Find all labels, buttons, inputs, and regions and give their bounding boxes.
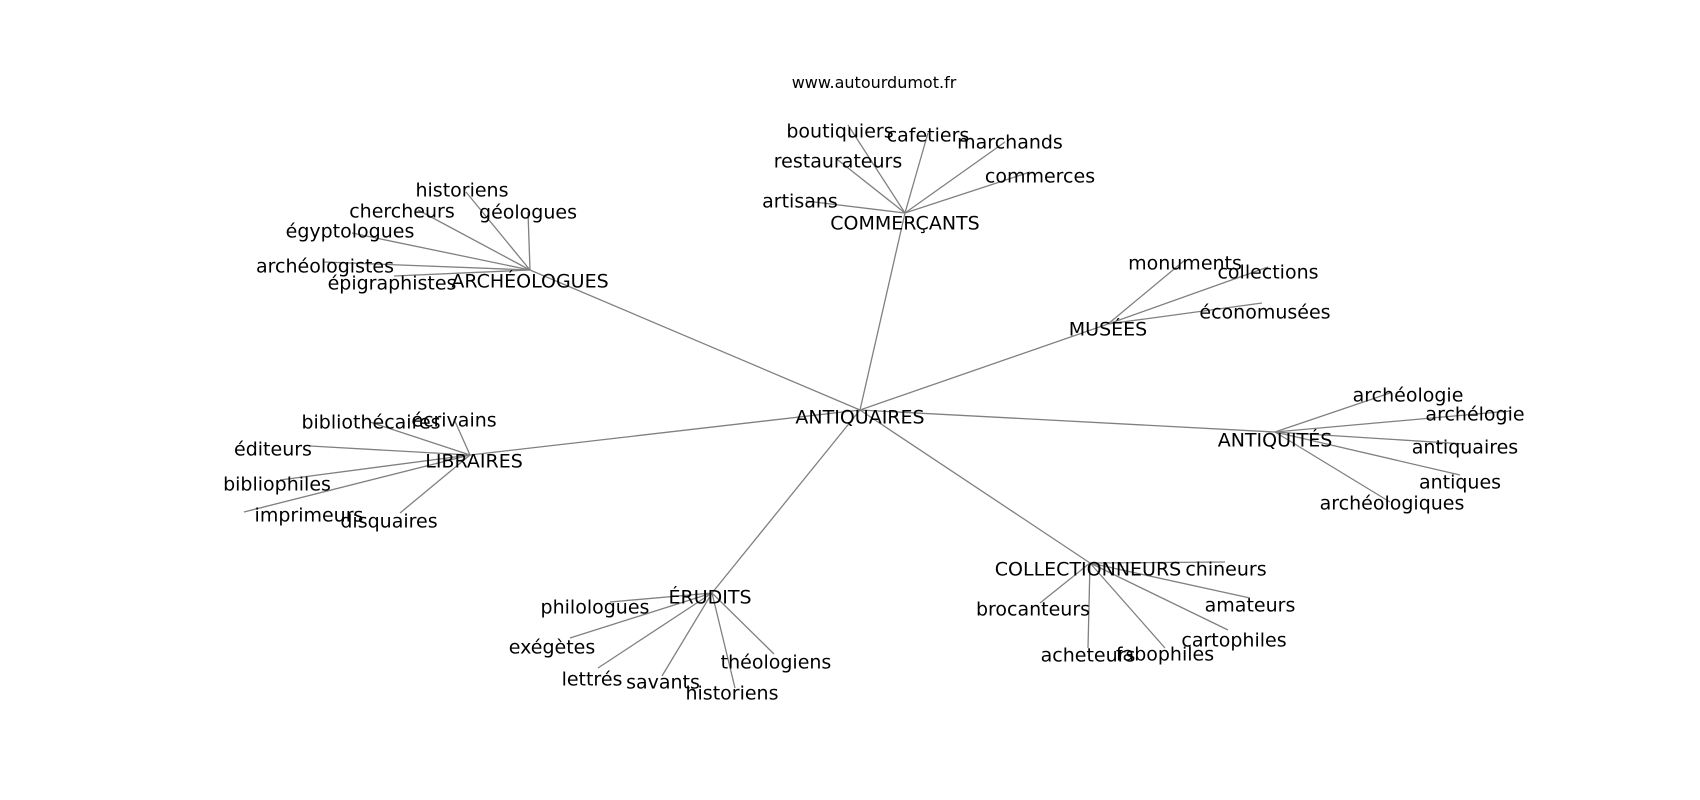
- node-leaf-theologiens[interactable]: théologiens: [721, 652, 832, 674]
- edge-archeologues-to-chercheurs: [417, 209, 531, 271]
- edge-center-to-musees: [859, 323, 1109, 411]
- node-leaf-disquaires[interactable]: disquaires: [340, 511, 437, 533]
- edge-center-to-archeologues: [529, 269, 861, 411]
- node-leaf-archeologie[interactable]: archéologie: [1353, 385, 1464, 407]
- node-leaf-egyptologues[interactable]: égyptologues: [286, 221, 415, 243]
- edge-center-to-erudits: [711, 409, 861, 594]
- edge-antiquites-to-antiques: [1274, 431, 1461, 476]
- edge-erudits-to-exegetes: [569, 592, 713, 639]
- node-leaf-collections[interactable]: collections: [1217, 262, 1318, 284]
- edge-collectionneurs-to-chineurs: [1089, 561, 1226, 564]
- node-leaf-savants[interactable]: savants: [626, 672, 700, 694]
- edge-collectionneurs-to-fabophiles: [1089, 562, 1166, 649]
- edge-commercants-to-commerces: [904, 171, 1031, 214]
- node-leaf-cafetiers[interactable]: cafetiers: [887, 125, 970, 147]
- edge-commercants-to-restaurateurs: [837, 159, 906, 214]
- node-leaf-philologues[interactable]: philologues: [541, 597, 650, 619]
- edge-commercants-to-cafetiers: [904, 132, 929, 214]
- node-leaf-economusees[interactable]: économusées: [1199, 302, 1330, 324]
- node-leaf-lettres[interactable]: lettrés: [562, 669, 623, 691]
- edge-erudits-to-savants: [661, 592, 713, 677]
- node-center-antiquaires[interactable]: ANTIQUAIRES: [795, 407, 924, 429]
- node-leaf-historiens[interactable]: historiens: [415, 180, 508, 202]
- node-leaf-antiquaires[interactable]: antiquaires: [1412, 437, 1518, 459]
- edge-commercants-to-artisans: [805, 200, 906, 214]
- node-leaf-antiques[interactable]: antiques: [1419, 472, 1501, 494]
- edge-libraires-to-disquaires: [399, 454, 471, 514]
- edge-commercants-to-boutiquiers: [847, 124, 906, 214]
- node-leaf-archeologistes[interactable]: archéologistes: [256, 256, 394, 278]
- node-leaf-geologues[interactable]: géologues: [479, 202, 577, 224]
- edge-archeologues-to-archeologistes: [323, 261, 531, 271]
- node-hub-archeologues[interactable]: ARCHÉOLOGUES: [451, 270, 608, 293]
- node-leaf-acheteurs[interactable]: acheteurs: [1041, 645, 1136, 667]
- edge-center-to-libraires: [469, 409, 861, 456]
- edge-collectionneurs-to-cartophiles: [1089, 562, 1229, 631]
- node-leaf-chineurs[interactable]: chineurs: [1185, 559, 1266, 581]
- edge-musees-to-economusees: [1107, 302, 1263, 325]
- edge-collectionneurs-to-brocanteurs: [1039, 562, 1091, 604]
- edge-libraires-to-imprimeurs: [243, 454, 471, 513]
- edge-archeologues-to-epigraphistes: [393, 269, 531, 277]
- node-leaf-marchands[interactable]: marchands: [957, 132, 1063, 154]
- edge-libraires-to-editeurs: [309, 445, 471, 456]
- edge-erudits-to-theologiens: [711, 592, 775, 655]
- node-hub-erudits[interactable]: ÉRUDITS: [668, 586, 751, 609]
- node-hub-collectionneurs[interactable]: COLLECTIONNEURS: [995, 559, 1181, 581]
- node-hub-commercants[interactable]: COMMERÇANTS: [830, 213, 979, 235]
- edge-center-to-antiquites: [859, 409, 1276, 433]
- edge-libraires-to-bibliophiles: [279, 454, 471, 481]
- node-leaf-brocanteurs[interactable]: brocanteurs: [976, 599, 1090, 621]
- node-leaf-bibliothecaires[interactable]: bibliothécaires: [301, 412, 440, 434]
- node-leaf-archelogie[interactable]: archélogie: [1425, 404, 1524, 426]
- node-leaf-monuments[interactable]: monuments: [1128, 253, 1242, 275]
- edge-collectionneurs-to-amateurs: [1089, 562, 1251, 599]
- node-leaf-archeologiques[interactable]: archéologiques: [1320, 493, 1465, 515]
- edge-archeologues-to-egyptologues: [351, 232, 531, 271]
- node-leaf-cartophiles[interactable]: cartophiles: [1181, 630, 1286, 652]
- node-leaf-restaurateurs[interactable]: restaurateurs: [774, 151, 902, 173]
- node-leaf-fabophiles[interactable]: fabophiles: [1116, 644, 1214, 666]
- edge-antiquites-to-archeologie: [1274, 392, 1391, 433]
- edge-libraires-to-ecrivains: [453, 418, 471, 456]
- node-hub-musees[interactable]: MUSÉES: [1069, 318, 1147, 341]
- edge-commercants-to-marchands: [904, 141, 1006, 214]
- edge-archeologues-to-historiens: [465, 191, 531, 271]
- node-leaf-exegetes[interactable]: exégètes: [509, 637, 596, 659]
- node-leaf-editeurs[interactable]: éditeurs: [234, 439, 312, 461]
- edge-musees-to-monuments: [1107, 259, 1186, 325]
- edge-libraires-to-bibliothecaires: [369, 421, 471, 456]
- node-leaf-bibliophiles[interactable]: bibliophiles: [223, 474, 331, 496]
- node-leaf-ecrivains[interactable]: écrivains: [411, 410, 496, 432]
- edge-erudits-to-lettres: [597, 592, 713, 669]
- edge-antiquites-to-archeologiques: [1274, 431, 1391, 503]
- node-leaf-amateurs[interactable]: amateurs: [1205, 595, 1296, 617]
- node-leaf-historiens[interactable]: historiens: [685, 683, 778, 705]
- node-hub-libraires[interactable]: LIBRAIRES: [425, 451, 523, 473]
- node-leaf-artisans[interactable]: artisans: [762, 191, 838, 213]
- edge-musees-to-collections: [1107, 266, 1269, 325]
- edges-layer: [243, 124, 1511, 689]
- node-leaf-chercheurs[interactable]: chercheurs: [349, 201, 455, 223]
- node-leaf-commerces[interactable]: commerces: [985, 166, 1095, 188]
- edge-antiquites-to-archelogie: [1274, 410, 1511, 433]
- edge-erudits-to-historiens: [711, 592, 736, 689]
- edge-erudits-to-philologues: [609, 592, 713, 603]
- labels-layer: ANTIQUAIRES COMMERÇANTS boutiquierscafetie…: [223, 121, 1525, 705]
- node-hub-antiquites[interactable]: ANTIQUITÉS: [1218, 429, 1333, 452]
- edge-center-to-collectionneurs: [859, 409, 1091, 564]
- edge-collectionneurs-to-acheteurs: [1087, 562, 1091, 649]
- node-leaf-epigraphistes[interactable]: épigraphistes: [328, 273, 457, 295]
- edge-archeologues-to-geologues: [527, 211, 531, 271]
- watermark-text: www.autourdumot.fr: [792, 73, 957, 92]
- node-leaf-imprimeurs[interactable]: imprimeurs: [255, 505, 364, 527]
- edge-center-to-commercants: [859, 212, 906, 411]
- node-leaf-boutiquiers[interactable]: boutiquiers: [786, 121, 893, 143]
- edge-antiquites-to-antiquaires: [1274, 431, 1466, 445]
